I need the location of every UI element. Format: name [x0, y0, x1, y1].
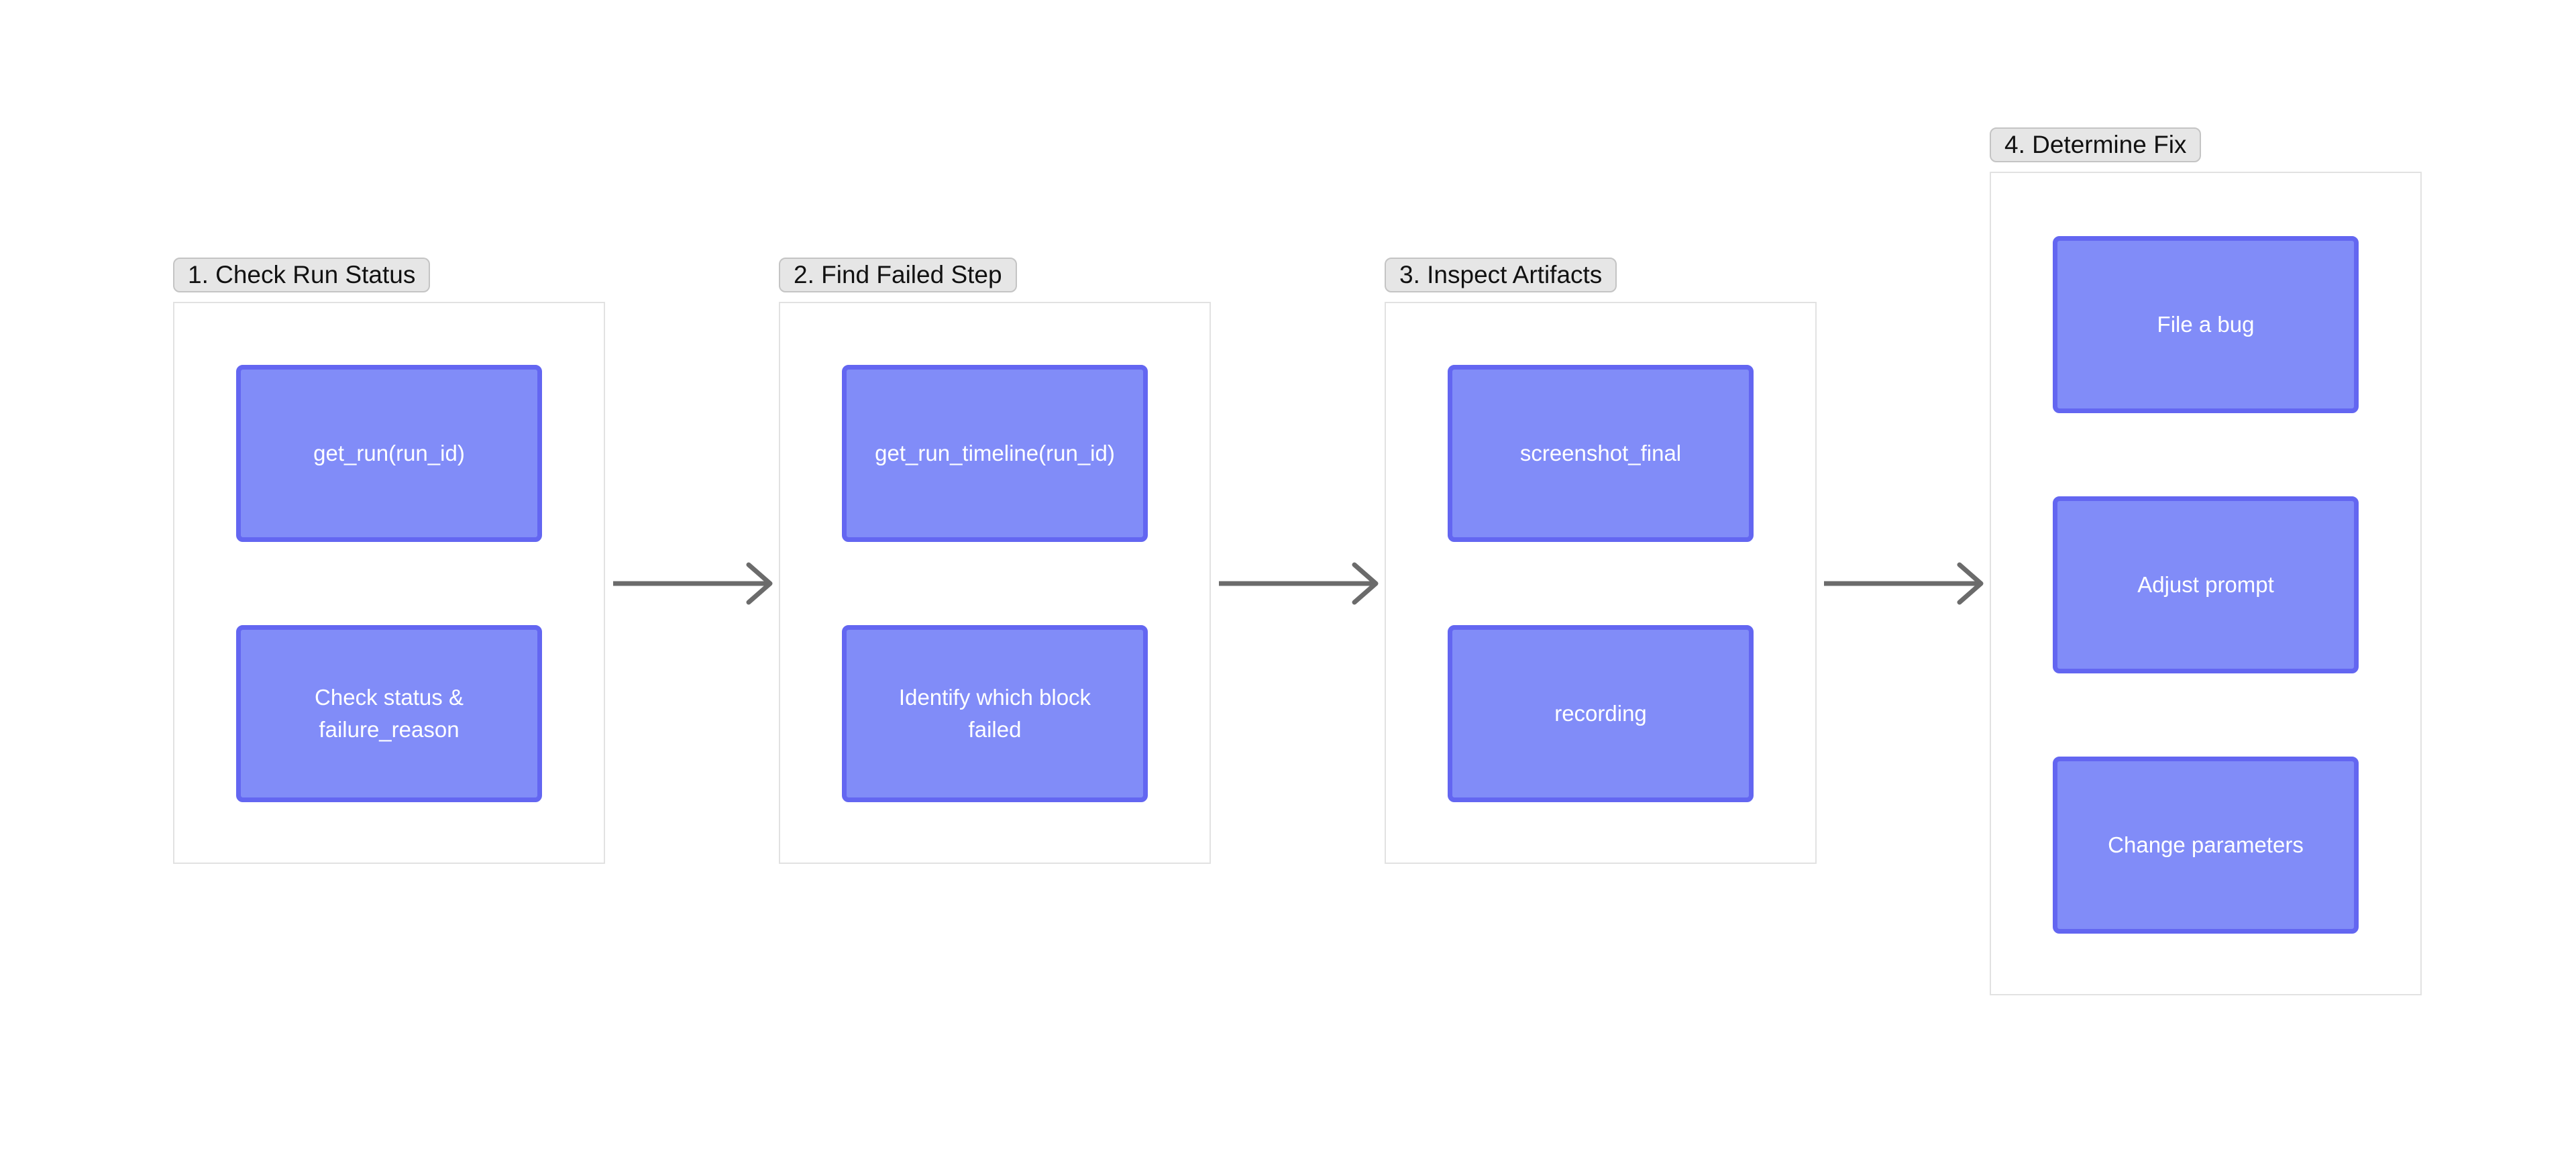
node-get-run-timeline[interactable]: get_run_timeline(run_id) — [842, 365, 1148, 542]
group-label-check-run-status: 1. Check Run Status — [173, 258, 431, 292]
group-label-find-failed-step: 2. Find Failed Step — [779, 258, 1017, 292]
node-label: get_run(run_id) — [313, 441, 465, 465]
node-check-status[interactable]: Check status & failure_reason — [236, 625, 542, 802]
group-frame-inspect-artifacts: screenshot_final recording — [1385, 302, 1817, 864]
node-label: recording — [1554, 701, 1647, 726]
arrow-right-icon — [1219, 562, 1379, 605]
group-frame-determine-fix: File a bug Adjust prompt Change paramete… — [1990, 172, 2422, 995]
node-label: Adjust prompt — [2137, 572, 2274, 597]
node-label: Identify which block failed — [898, 685, 1091, 742]
node-label: screenshot_final — [1519, 441, 1682, 465]
group-frame-find-failed-step: get_run_timeline(run_id) Identify which … — [779, 302, 1211, 864]
arrow-right-icon — [613, 562, 773, 605]
node-get-run[interactable]: get_run(run_id) — [236, 365, 542, 542]
node-label: File a bug — [2157, 312, 2255, 337]
node-identify-failed-block[interactable]: Identify which block failed — [842, 625, 1148, 802]
arrow-right-icon — [1824, 562, 1984, 605]
group-frame-check-run-status: get_run(run_id) Check status & failure_r… — [173, 302, 605, 864]
node-label: Check status & failure_reason — [315, 685, 464, 742]
group-label-determine-fix: 4. Determine Fix — [1990, 127, 2202, 162]
node-label: Change parameters — [2108, 832, 2304, 857]
node-change-parameters[interactable]: Change parameters — [2053, 757, 2359, 934]
node-screenshot-final[interactable]: screenshot_final — [1448, 365, 1754, 542]
node-adjust-prompt[interactable]: Adjust prompt — [2053, 496, 2359, 673]
node-label: get_run_timeline(run_id) — [875, 441, 1115, 465]
node-file-a-bug[interactable]: File a bug — [2053, 236, 2359, 413]
group-label-inspect-artifacts: 3. Inspect Artifacts — [1385, 258, 1617, 292]
node-recording[interactable]: recording — [1448, 625, 1754, 802]
